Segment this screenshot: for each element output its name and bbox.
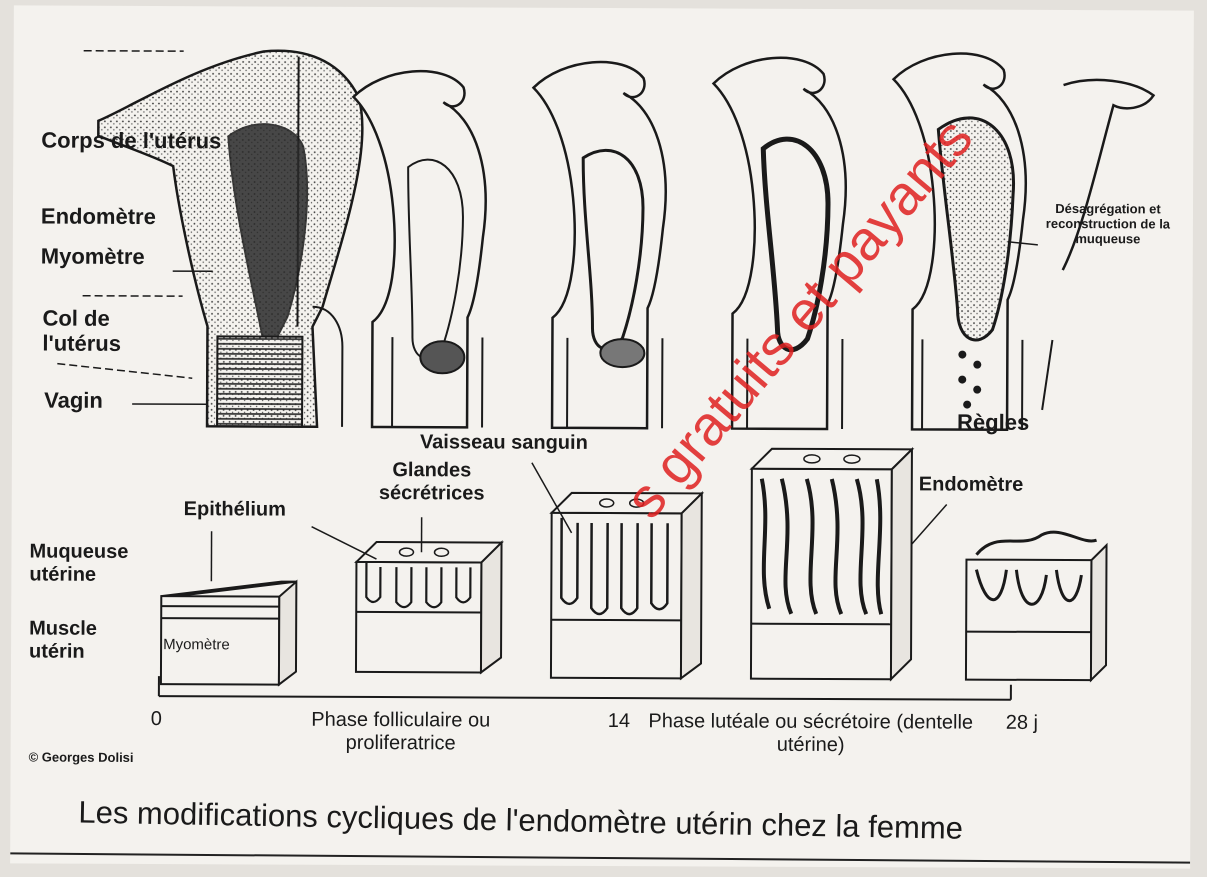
- label-myometre-top: Myomètre: [41, 244, 145, 270]
- uterus-section-1: [97, 50, 363, 427]
- label-vagin: Vagin: [44, 388, 103, 414]
- label-regles: Règles: [957, 410, 1029, 436]
- label-col-uterus: Col de l'utérus: [42, 306, 162, 357]
- leader-endometre-bottom: [912, 504, 947, 544]
- credit-text: © Georges Dolisi: [29, 751, 134, 766]
- uterus-section-2: [352, 71, 486, 428]
- label-glandes-secretrices: Glandes sécrétrices: [367, 459, 497, 506]
- label-myometre-block: Myomètre: [163, 636, 230, 654]
- timeline-day14: 14: [608, 710, 630, 733]
- label-endometre-bottom: Endomètre: [919, 473, 1024, 496]
- label-muscle-uterin: Muscle utérin: [29, 618, 139, 664]
- timeline-phase-luteale: Phase lutéale ou sécrétoire (dentelle ut…: [641, 710, 981, 757]
- label-vaisseau-sanguin: Vaisseau sanguin: [420, 431, 588, 455]
- label-epithelium: Epithélium: [184, 498, 286, 521]
- label-muqueuse-uterine: Muqueuse utérine: [29, 541, 179, 588]
- label-desagregation: Désagrégation et reconstruction de la mu…: [1038, 202, 1178, 247]
- leader-epithelium: [311, 527, 376, 559]
- timeline-day28: 28 j: [1006, 712, 1038, 735]
- uterus-section-3: [532, 62, 666, 429]
- block-day0: [161, 581, 296, 685]
- leader-col-bottom: [57, 364, 192, 379]
- block-menstruation: [966, 532, 1107, 680]
- figure-sheet: Corps de l'utérus Endomètre Myomètre Col…: [10, 5, 1194, 868]
- block-luteal: [751, 449, 912, 680]
- timeline-day0: 0: [151, 708, 162, 731]
- label-corps-uterus: Corps de l'utérus: [41, 128, 221, 154]
- label-endometre-top: Endomètre: [41, 204, 156, 230]
- timeline-phase-folliculaire: Phase folliculaire ou proliferatrice: [256, 708, 546, 755]
- uterus-section-5: [892, 53, 1026, 430]
- block-follicular: [356, 542, 502, 673]
- block-ovulation: [551, 493, 702, 679]
